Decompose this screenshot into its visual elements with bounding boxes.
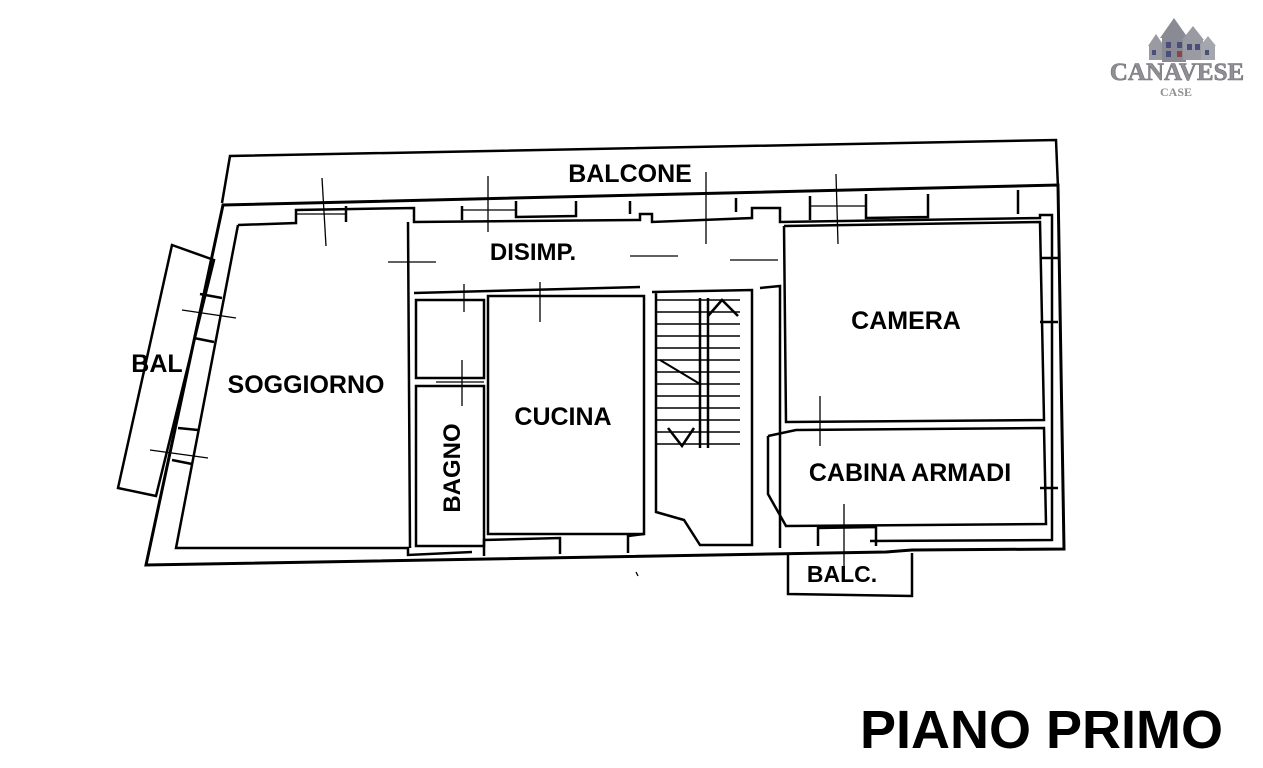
opening-marks: [149, 172, 866, 577]
label-bal: BAL: [131, 350, 182, 378]
label-disimp: DISIMP.: [490, 239, 576, 266]
logo: CANAVESE CASE: [1110, 18, 1244, 99]
label-cucina: CUCINA: [514, 403, 611, 431]
logo-sub: CASE: [1160, 85, 1192, 99]
label-bagno: BAGNO: [439, 423, 466, 512]
walls: [116, 138, 1066, 598]
label-balc: BALC.: [807, 561, 877, 587]
floor-title: PIANO PRIMO: [860, 700, 1224, 760]
label-cabina-armadi: CABINA ARMADI: [809, 459, 1011, 487]
label-camera: CAMERA: [851, 307, 961, 335]
logo-houses-icon: [1148, 18, 1216, 62]
stairs: [656, 298, 740, 449]
logo-brand: CANAVESE: [1110, 59, 1244, 86]
label-soggiorno: SOGGIORNO: [228, 371, 385, 399]
label-balcone: BALCONE: [568, 160, 692, 188]
